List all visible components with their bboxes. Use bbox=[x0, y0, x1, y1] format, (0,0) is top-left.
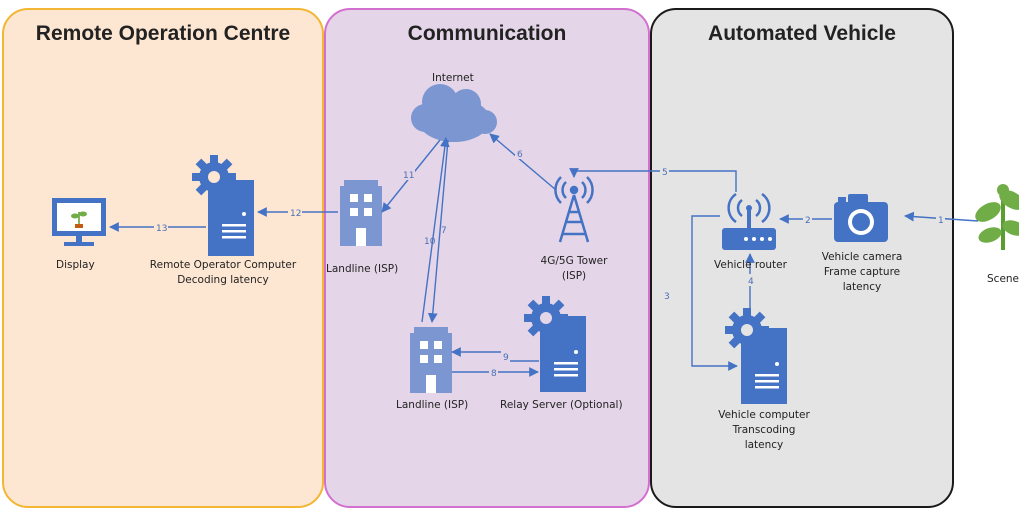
remote-computer-line1: Remote Operator Computer bbox=[149, 259, 297, 271]
edge-7 bbox=[427, 139, 449, 323]
server-gear-icon bbox=[192, 155, 254, 256]
edge-number: 9 bbox=[503, 353, 509, 363]
server-gear-icon bbox=[725, 308, 787, 404]
edge-3 bbox=[691, 215, 738, 371]
cloud-icon bbox=[411, 84, 497, 142]
edge-labels: 1 2 3 4 5 6 7 8 9 10 11 12 13 bbox=[154, 147, 945, 379]
edge-6 bbox=[489, 133, 557, 191]
panel-remote-operation-centre: Remote Operation Centre bbox=[2, 8, 324, 508]
edge-number: 4 bbox=[748, 277, 754, 287]
tower-line1: 4G/5G Tower bbox=[540, 255, 608, 267]
landline-bottom-label: Landline (ISP) bbox=[396, 399, 469, 411]
edge-number: 8 bbox=[491, 369, 497, 379]
edge-number: 11 bbox=[403, 171, 414, 181]
edge-number: 12 bbox=[290, 209, 301, 219]
cell-tower-icon bbox=[554, 176, 594, 243]
internet-label: Internet bbox=[432, 72, 474, 84]
server-gear-icon bbox=[524, 296, 586, 392]
vehicle-camera-line1: Vehicle camera bbox=[821, 251, 903, 263]
panel-automated-vehicle: Automated Vehicle bbox=[650, 8, 954, 508]
edge-number: 5 bbox=[662, 168, 668, 178]
panel-title-av: Automated Vehicle bbox=[708, 22, 896, 45]
building-icon bbox=[340, 180, 382, 246]
tower-line2: (ISP) bbox=[561, 270, 587, 282]
edge-10 bbox=[421, 137, 450, 323]
tower-label: 4G/5G Tower (ISP) bbox=[526, 254, 622, 284]
panel-communication: Communication bbox=[324, 8, 650, 508]
panel-title-communication: Communication bbox=[407, 22, 567, 45]
edge-number: 3 bbox=[664, 292, 670, 302]
vehicle-camera-label: Vehicle camera Frame capture latency bbox=[812, 250, 912, 295]
plant-icon bbox=[975, 184, 1019, 250]
vehicle-computer-line3: latency bbox=[744, 439, 784, 451]
vehicle-computer-line1: Vehicle computer bbox=[718, 409, 810, 421]
diagram-canvas: 1 2 3 4 5 6 7 8 9 10 11 12 13 bbox=[52, 84, 1019, 404]
remote-computer-label: Remote Operator Computer Decoding latenc… bbox=[148, 258, 298, 288]
edge-number: 2 bbox=[805, 216, 811, 226]
camera-icon bbox=[834, 194, 888, 242]
vehicle-computer-label: Vehicle computer Transcoding latency bbox=[714, 408, 814, 453]
remote-computer-line2: Decoding latency bbox=[177, 274, 269, 286]
edge-number: 6 bbox=[517, 150, 523, 160]
scene-label: Scene bbox=[987, 273, 1019, 285]
edge-number: 7 bbox=[441, 226, 447, 236]
edge-number: 1 bbox=[938, 216, 944, 226]
relay-server-label: Relay Server (Optional) bbox=[500, 399, 623, 411]
building-icon bbox=[410, 327, 452, 393]
edge-number: 10 bbox=[424, 237, 436, 247]
wifi-router-icon bbox=[722, 192, 776, 250]
panel-title-roc: Remote Operation Centre bbox=[35, 22, 291, 45]
landline-top-label: Landline (ISP) bbox=[326, 263, 399, 275]
monitor-icon bbox=[52, 198, 106, 246]
vehicle-camera-line2: Frame capture bbox=[823, 266, 901, 278]
edge-number: 13 bbox=[156, 224, 167, 234]
vehicle-camera-line3: latency bbox=[842, 281, 882, 293]
vehicle-computer-line2: Transcoding bbox=[732, 424, 796, 436]
edge-9 bbox=[451, 347, 539, 362]
display-label: Display bbox=[56, 259, 95, 271]
edge-5 bbox=[569, 168, 737, 192]
vehicle-router-label: Vehicle router bbox=[714, 259, 787, 271]
